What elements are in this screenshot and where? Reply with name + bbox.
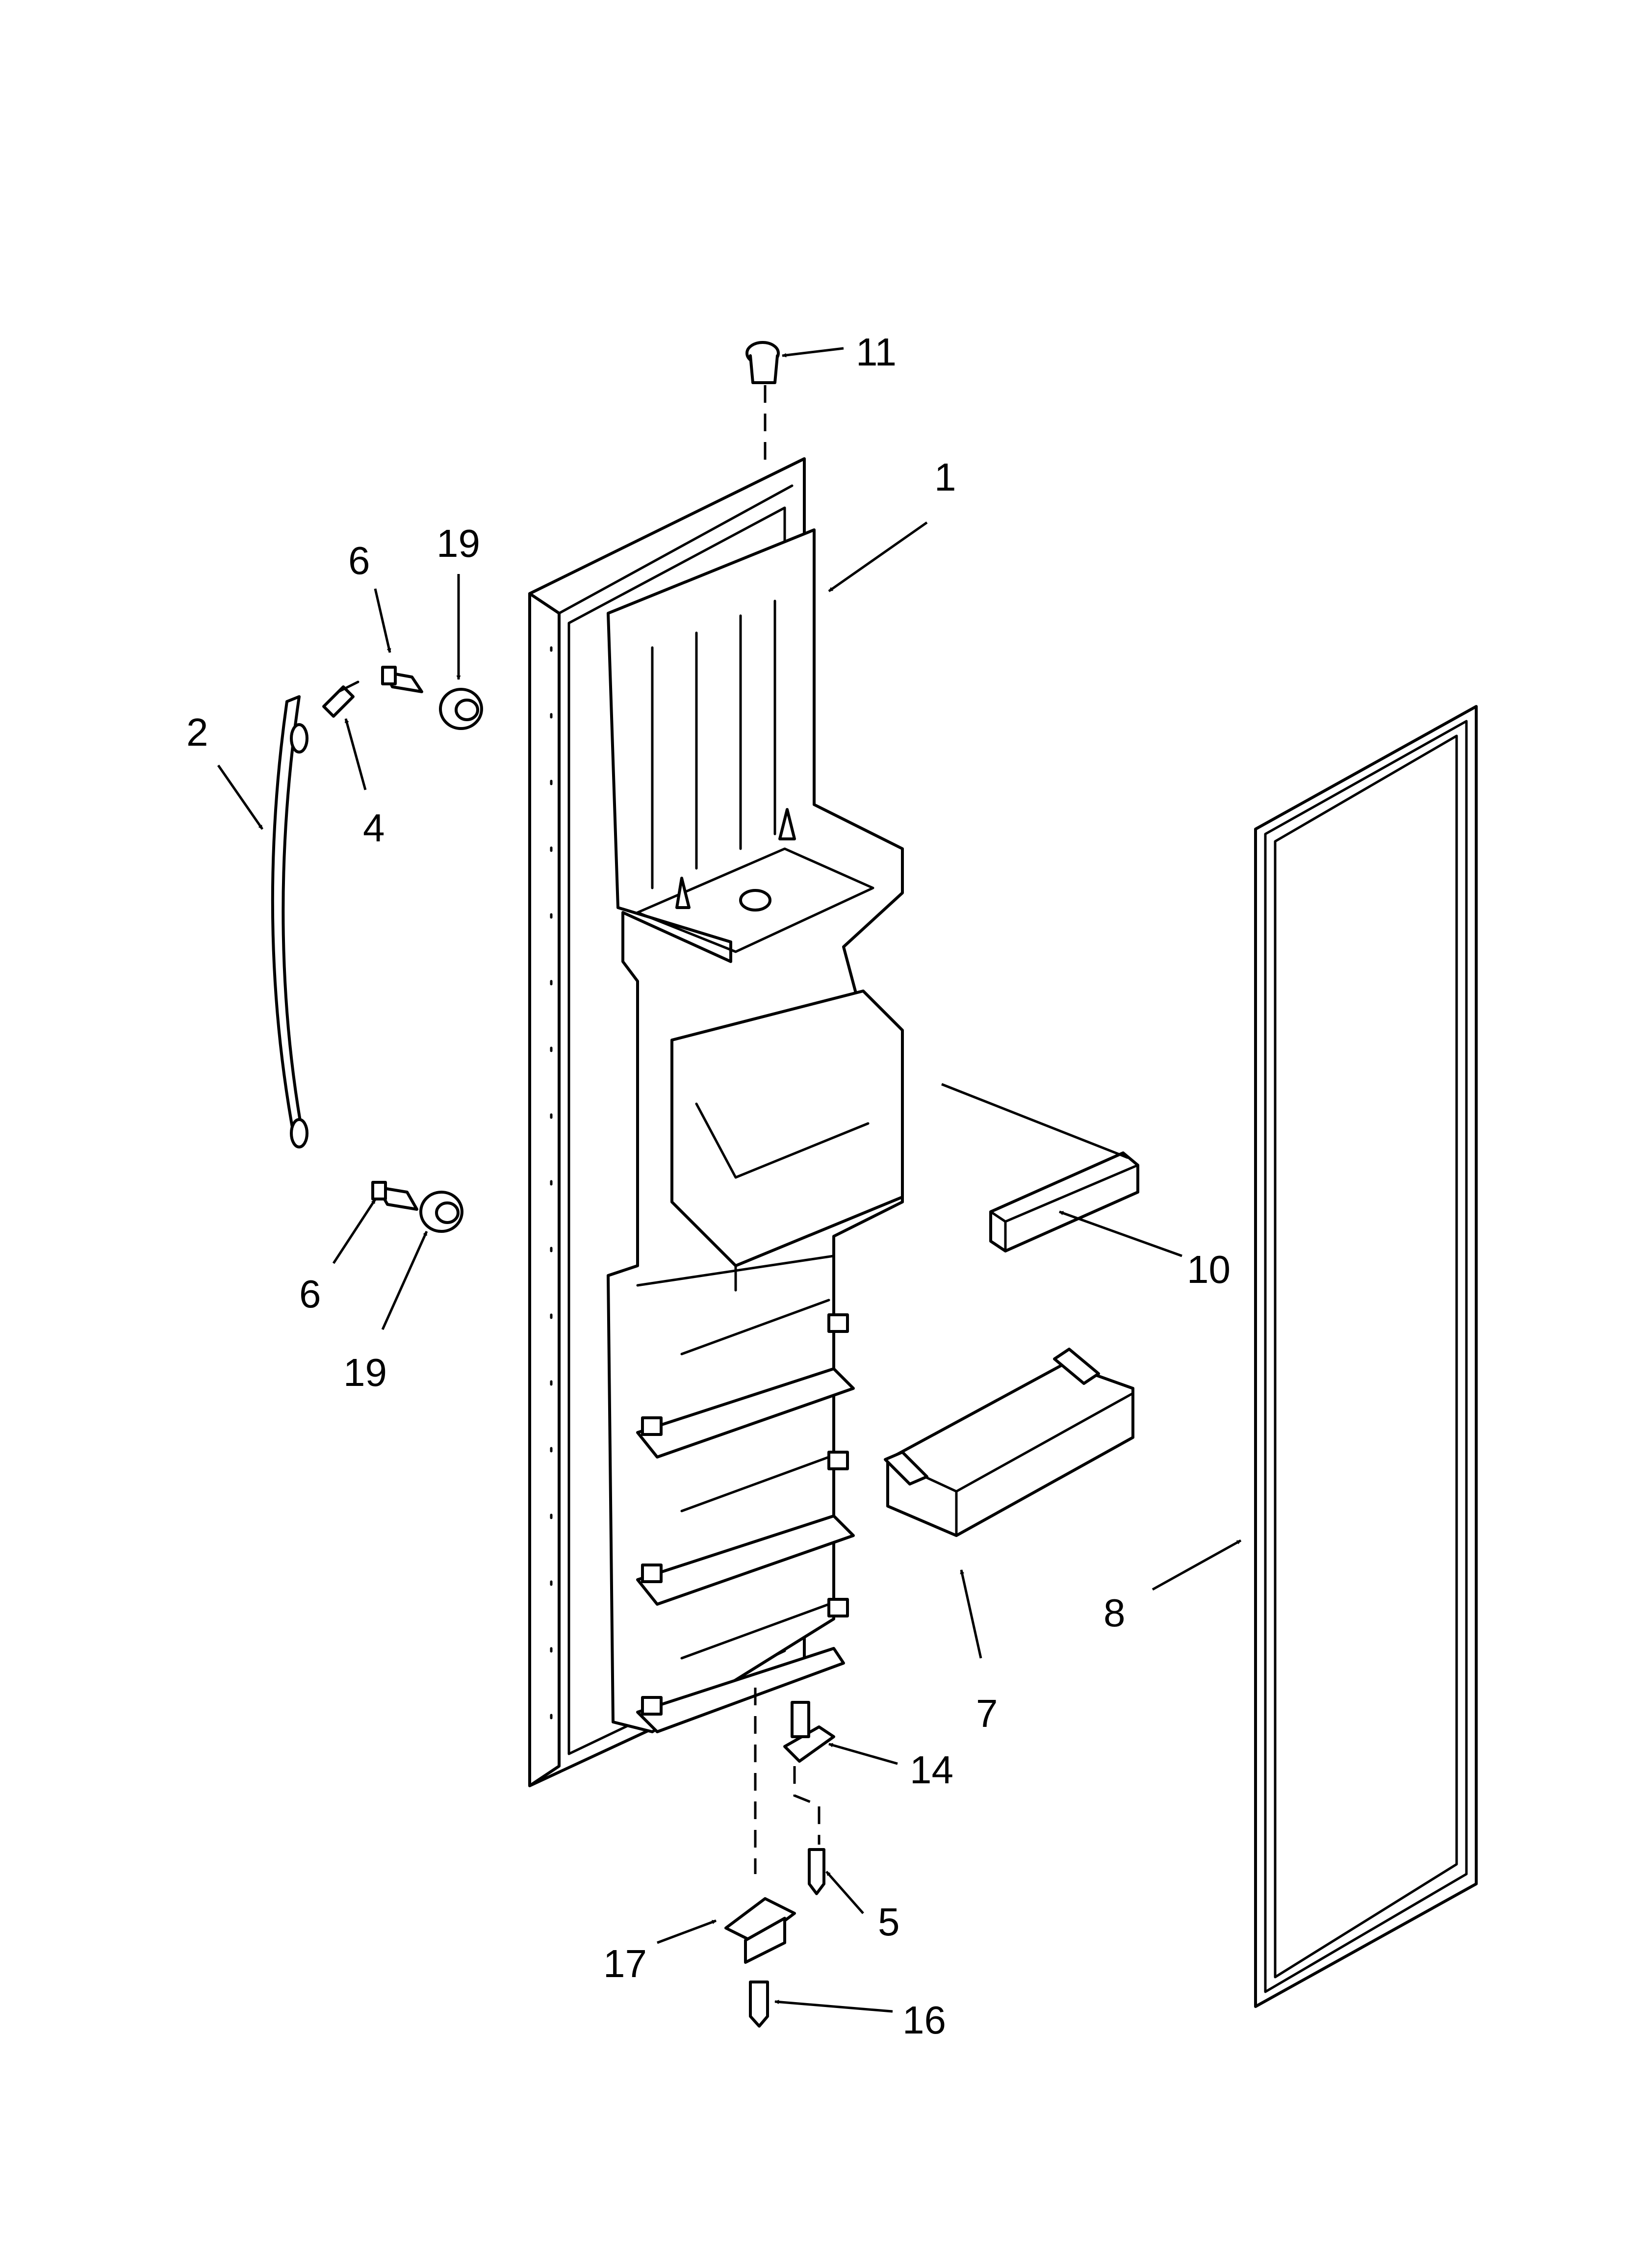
door-handle [271, 695, 308, 1148]
callout-8: 8 [1103, 1591, 1126, 1635]
callout-1: 1 [934, 455, 956, 499]
door-panel [528, 457, 904, 1787]
hinge-bracket-part-17 [724, 1688, 796, 1964]
callout-19-lower: 19 [343, 1351, 387, 1394]
callout-11: 11 [856, 330, 897, 374]
callout-17: 17 [603, 1942, 647, 1985]
spacer-part-19-upper [439, 688, 483, 730]
callout-4: 4 [363, 806, 385, 850]
callout-10: 10 [1187, 1248, 1231, 1291]
callout-leaders [217, 347, 1242, 2013]
screw-part-6-upper [381, 666, 423, 693]
door-bin-part-7 [884, 1348, 1134, 1537]
callout-6-upper: 6 [348, 539, 370, 582]
rail-part-10 [941, 1083, 1139, 1252]
screw-part-16 [749, 1981, 769, 2028]
callout-6-lower: 6 [299, 1272, 321, 1316]
screw-part-4 [322, 680, 359, 718]
callout-7: 7 [976, 1692, 998, 1735]
callout-5: 5 [878, 1900, 900, 1944]
callout-2: 2 [186, 710, 208, 754]
callout-14: 14 [910, 1748, 953, 1792]
callout-16: 16 [902, 1998, 946, 2042]
screw-part-6-lower [371, 1181, 418, 1211]
screw-part-5 [808, 1848, 825, 1895]
gasket-part-8 [1254, 705, 1478, 2008]
plug-part-11 [745, 341, 780, 461]
callout-19-upper: 19 [436, 521, 480, 565]
spacer-part-19-lower [419, 1191, 463, 1233]
hinge-pin-part-14 [783, 1701, 835, 1845]
